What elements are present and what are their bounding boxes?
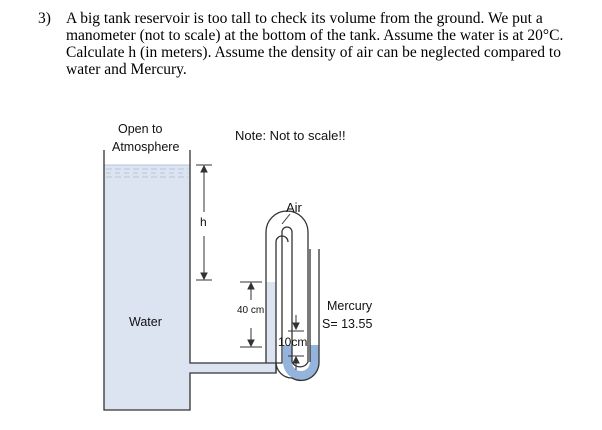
scale-note: Note: Not to scale!! xyxy=(235,128,346,143)
open-to-label: Open to xyxy=(118,122,163,136)
dim-40cm-label: 40 cm xyxy=(237,305,265,316)
water-label: Water xyxy=(129,315,162,329)
mercury-label: Mercury xyxy=(327,299,373,313)
tank-right-wall xyxy=(189,150,266,364)
pipe-water xyxy=(190,363,276,373)
manometer-tube-inner xyxy=(275,235,289,373)
specific-gravity-label: S= 13.55 xyxy=(322,317,373,331)
h-dimension xyxy=(196,164,212,281)
h-label: h xyxy=(200,215,207,229)
air-leader xyxy=(281,213,291,225)
atmosphere-label: Atmosphere xyxy=(112,140,180,154)
air-label: Air xyxy=(286,200,302,215)
dim-10cm xyxy=(288,315,304,370)
left-leg-water xyxy=(266,282,276,364)
tank-water xyxy=(104,165,190,410)
problem-text: A big tank reservoir is too tall to chec… xyxy=(66,10,564,78)
dim-10cm-label: 10cm xyxy=(278,335,308,349)
manometer-tube-outer xyxy=(265,210,309,368)
problem-number: 3) xyxy=(38,10,51,27)
tank-water-surface xyxy=(104,164,190,178)
dim-40cm xyxy=(240,281,262,348)
